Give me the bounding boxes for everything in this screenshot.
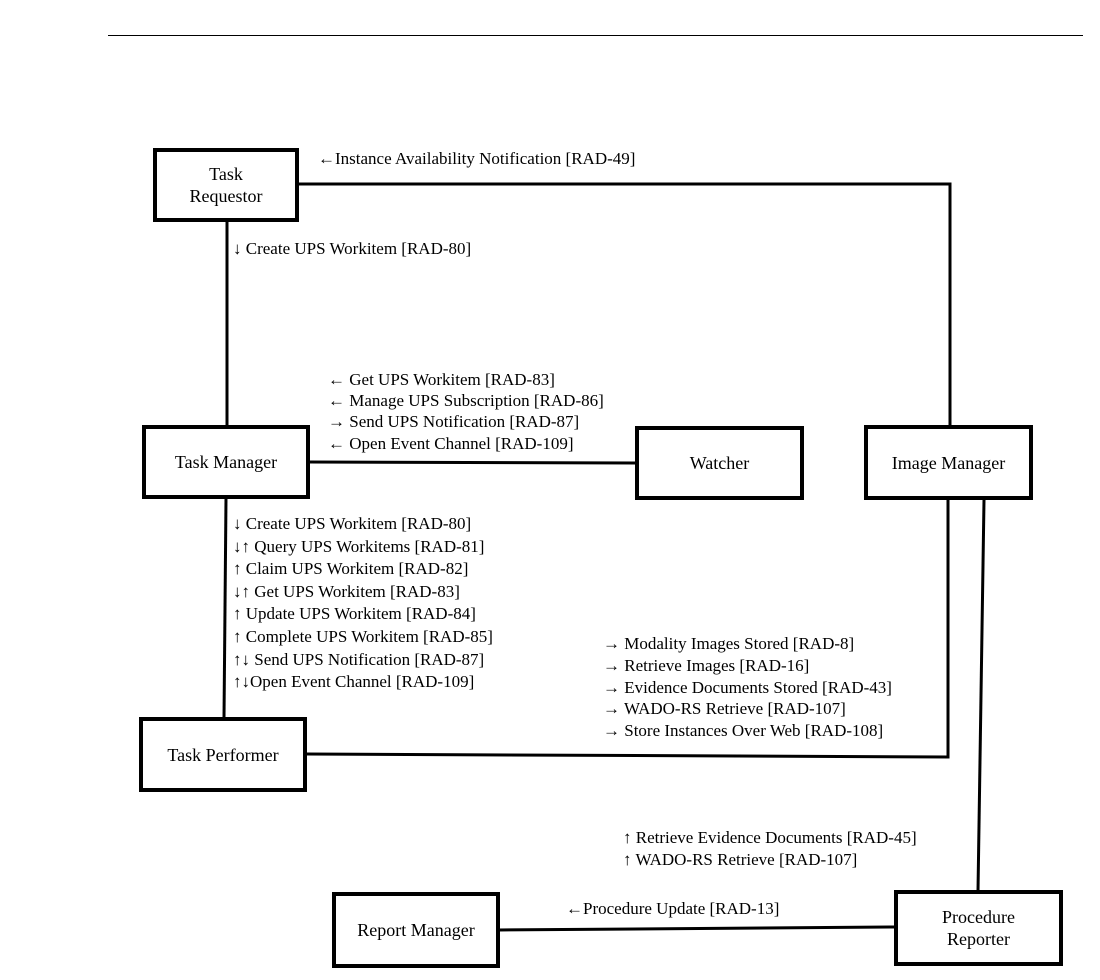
manager-watcher-transactions: ← Get UPS Workitem [RAD-83] ← Manage UPS… — [328, 369, 604, 454]
image-manager-label: Image Manager — [891, 452, 1006, 473]
watcher-label: Watcher — [689, 453, 750, 473]
transaction-item: → Send UPS Notification [RAD-87] — [328, 412, 580, 432]
procedure-reporter-label: Procedure Reporter — [942, 907, 1015, 949]
procedure-update-label: ←Procedure Update [RAD-13] — [566, 899, 780, 918]
transaction-item: → Modality Images Stored [RAD-8] — [603, 634, 855, 653]
report-manager-box: Report Manager — [332, 892, 500, 968]
manager-performer-transactions: ↓ Create UPS Workitem [RAD-80] ↓↑ Query … — [233, 513, 493, 694]
reporter-image-manager-transactions: ↑ Retrieve Evidence Documents [RAD-45] ↑… — [623, 827, 917, 871]
watcher-box: Watcher — [635, 426, 804, 500]
procedure-reporter-box: Procedure Reporter — [894, 890, 1063, 966]
line-manager-performer — [222, 497, 228, 719]
line-requestor-image-manager — [299, 182, 952, 426]
task-manager-box: Task Manager — [142, 425, 310, 499]
task-manager-label: Task Manager — [174, 452, 278, 472]
task-requestor-box: Task Requestor — [153, 148, 299, 222]
performer-image-manager-transactions: → Modality Images Stored [RAD-8] → Retri… — [603, 633, 892, 742]
transaction-item: → Evidence Documents Stored [RAD-43] — [603, 677, 892, 697]
requestor-manager-label: ↓ Create UPS Workitem [RAD-80] — [233, 239, 472, 258]
transaction-item: ← Get UPS Workitem [RAD-83] — [328, 370, 555, 389]
transaction-item: ↑ Claim UPS Workitem [RAD-82] — [233, 559, 469, 579]
line-performer-image-manager — [305, 500, 950, 759]
transaction-item: ↑ WADO-RS Retrieve [RAD-107] — [623, 850, 858, 869]
transaction-item: ↑ Update UPS Workitem [RAD-84] — [233, 604, 476, 624]
transaction-item: ↑↓Open Event Channel [RAD-109] — [233, 672, 475, 692]
transaction-item: ↑↓ Send UPS Notification [RAD-87] — [233, 649, 485, 669]
transaction-item: → WADO-RS Retrieve [RAD-107] — [603, 699, 846, 719]
transaction-item: ↓↑ Get UPS Workitem [RAD-83] — [233, 581, 460, 601]
task-performer-box: Task Performer — [139, 717, 307, 792]
transaction-item: ↓↑ Query UPS Workitems [RAD-81] — [233, 536, 485, 556]
line-image-manager-reporter — [976, 499, 986, 892]
transaction-item: ↑ Retrieve Evidence Documents [RAD-45] — [623, 828, 917, 847]
report-manager-label: Report Manager — [357, 920, 475, 940]
transaction-item: ↑ Complete UPS Workitem [RAD-85] — [233, 626, 493, 646]
transaction-item: ← Manage UPS Subscription [RAD-86] — [328, 391, 604, 411]
instance-availability-label: ←Instance Availability Notification [RAD… — [318, 149, 636, 168]
image-manager-box: Image Manager — [864, 425, 1033, 500]
task-performer-label: Task Performer — [167, 744, 279, 765]
top-rule — [108, 35, 1083, 36]
transaction-item: ↓ Create UPS Workitem [RAD-80] — [233, 514, 472, 533]
task-requestor-label: Task Requestor — [189, 164, 263, 206]
transaction-item: → Store Instances Over Web [RAD-108] — [603, 721, 884, 741]
transaction-item: → Retrieve Images [RAD-16] — [603, 655, 810, 675]
transaction-item: ← Open Event Channel [RAD-109] — [328, 433, 574, 453]
line-manager-watcher — [308, 460, 637, 465]
line-report-reporter — [498, 925, 896, 932]
